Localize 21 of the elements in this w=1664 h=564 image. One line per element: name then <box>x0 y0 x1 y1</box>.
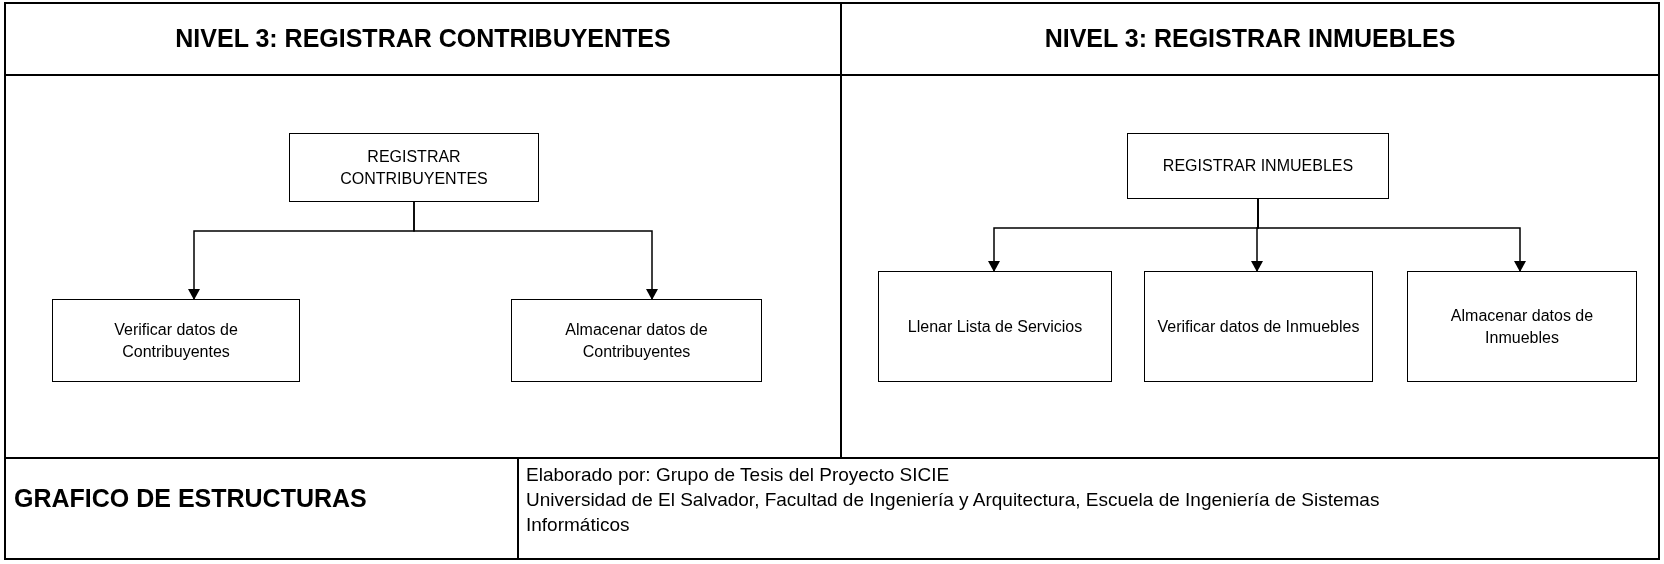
process-box <box>289 133 539 202</box>
process-box <box>52 299 300 382</box>
process-box <box>511 299 762 382</box>
box-label: Verificar datos de Contribuyentes <box>113 319 239 362</box>
institution-note: Universidad de El Salvador, Facultad de Ingeniería y Arquitectura, Escuela de Ingeniería de Sistemas Informáticos <box>526 488 1381 537</box>
author-note: Elaborado por: Grupo de Tesis del Proyecto SICIE <box>526 463 951 487</box>
process-box <box>878 271 1112 382</box>
process-box <box>1144 271 1373 382</box>
box-label: Llenar Lista de Servicios <box>907 316 1083 337</box>
box-label: REGISTRAR CONTRIBUYENTES <box>339 146 489 189</box>
section-heading: NIVEL 3: REGISTRAR INMUEBLES <box>1044 23 1456 55</box>
box-label: Verificar datos de Inmuebles <box>1157 316 1360 337</box>
section-heading: NIVEL 3: REGISTRAR CONTRIBUYENTES <box>175 23 671 55</box>
process-box <box>1407 271 1637 382</box>
box-label: Almacenar datos de Contribuyentes <box>564 319 709 362</box>
connector-arrow <box>413 201 658 300</box>
footer-heading: GRAFICO DE ESTRUCTURAS <box>14 484 367 512</box>
box-label: Almacenar datos de Inmuebles <box>1449 305 1595 348</box>
process-box <box>1127 133 1389 199</box>
box-label: REGISTRAR INMUEBLES <box>1162 156 1354 176</box>
connector-arrow <box>1257 198 1526 272</box>
